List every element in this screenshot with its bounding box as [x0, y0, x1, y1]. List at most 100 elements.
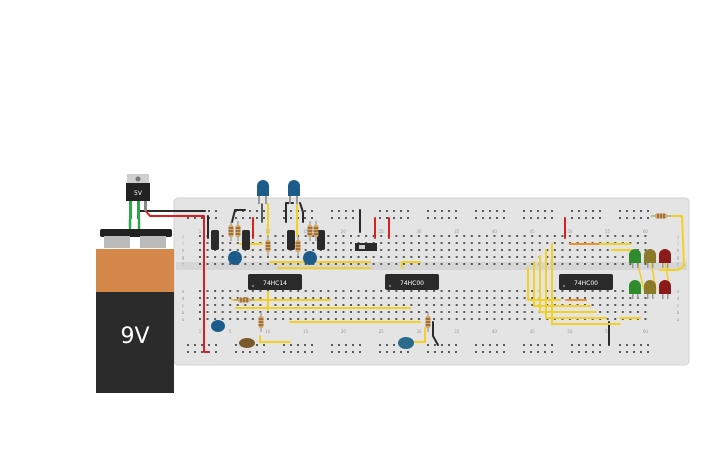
capacitor-3[interactable] [211, 320, 225, 332]
hole [387, 256, 390, 258]
hole [319, 256, 322, 258]
rail-hole [379, 351, 381, 353]
hole [591, 304, 594, 306]
voltage-regulator[interactable]: 5V [126, 174, 150, 219]
transistor-2[interactable] [242, 230, 250, 250]
resistor[interactable] [313, 221, 319, 241]
ic-74hc00-a[interactable]: 74HC00 [385, 274, 439, 290]
resistor[interactable] [265, 236, 271, 256]
hole [568, 263, 571, 265]
ic-74hc14[interactable]: 74HC14 [248, 274, 302, 290]
led-red-1[interactable] [659, 249, 671, 268]
hole [478, 235, 481, 237]
hole [463, 304, 466, 306]
hole [463, 263, 466, 265]
column-number: 60 [643, 229, 649, 234]
hole [614, 235, 617, 237]
hole [327, 235, 330, 237]
hole [433, 249, 436, 251]
hole [297, 263, 300, 265]
resistor[interactable] [295, 236, 301, 256]
rail-hole [640, 217, 642, 219]
transistor-3[interactable] [287, 230, 295, 250]
rail-hole [496, 344, 498, 346]
capacitor-4[interactable] [398, 337, 414, 349]
hole [523, 304, 526, 306]
hole [350, 256, 352, 258]
hole [636, 235, 639, 237]
hole [470, 249, 473, 251]
resistor[interactable] [425, 312, 431, 332]
hole [312, 304, 315, 306]
hole [553, 263, 556, 265]
transistor-1[interactable] [211, 230, 219, 250]
resistor[interactable] [651, 213, 671, 219]
capacitor-5[interactable] [239, 338, 255, 348]
hole [614, 311, 617, 313]
hole [463, 318, 466, 320]
hole [493, 242, 496, 244]
rail-hole [619, 351, 621, 353]
row-letter: i [677, 241, 678, 246]
hole [304, 242, 307, 244]
hole [410, 249, 413, 251]
rail-hole [571, 210, 573, 212]
hole [561, 256, 564, 258]
rail-hole [482, 351, 484, 353]
rail-hole [290, 351, 292, 353]
hole [568, 290, 571, 292]
hole [553, 235, 556, 237]
hole [614, 318, 617, 320]
hole [417, 235, 420, 237]
hole [372, 263, 375, 265]
rail-hole [359, 351, 361, 353]
hole [508, 311, 511, 313]
rail-hole [345, 344, 347, 346]
hole [206, 256, 209, 258]
resistor[interactable] [307, 221, 313, 241]
wire [409, 327, 426, 343]
led-yellow-1[interactable] [644, 249, 656, 268]
resistor[interactable] [235, 221, 241, 241]
battery-9v[interactable]: 9V [96, 229, 174, 393]
hole [417, 318, 420, 320]
regulator-pin-center [137, 201, 140, 219]
resistor[interactable] [228, 221, 234, 241]
hole [470, 304, 473, 306]
hole [319, 318, 322, 320]
hole [485, 297, 488, 299]
resistor[interactable] [234, 297, 254, 303]
led-blue-1[interactable] [257, 180, 269, 204]
rail-hole [235, 351, 237, 353]
hole [433, 311, 436, 313]
hole [380, 263, 383, 265]
resistor[interactable] [258, 312, 264, 332]
capacitor-1[interactable] [228, 251, 242, 265]
hole [380, 304, 383, 306]
hole [417, 242, 420, 244]
hole [606, 304, 609, 306]
rail-hole [194, 217, 196, 219]
rail-hole [503, 344, 505, 346]
hole [410, 304, 413, 306]
led-blue-2[interactable] [288, 180, 300, 204]
column-number: 55 [605, 229, 611, 234]
hole [425, 242, 428, 244]
slide-switch[interactable] [355, 243, 377, 251]
led-green-1[interactable] [629, 249, 641, 268]
hole [266, 290, 269, 292]
hole [501, 304, 503, 306]
rail-hole [283, 344, 285, 346]
ic-74hc00-b[interactable]: 74HC00 [559, 274, 613, 290]
led-red-2[interactable] [659, 280, 671, 299]
hole [493, 311, 496, 313]
hole [636, 242, 639, 244]
led-green-2[interactable] [629, 280, 641, 299]
transistor-4[interactable] [317, 230, 325, 250]
hole [501, 311, 503, 313]
hole [357, 311, 360, 313]
capacitor-2[interactable] [303, 251, 317, 265]
led-yellow-2[interactable] [644, 280, 656, 299]
rail-hole [441, 344, 443, 346]
